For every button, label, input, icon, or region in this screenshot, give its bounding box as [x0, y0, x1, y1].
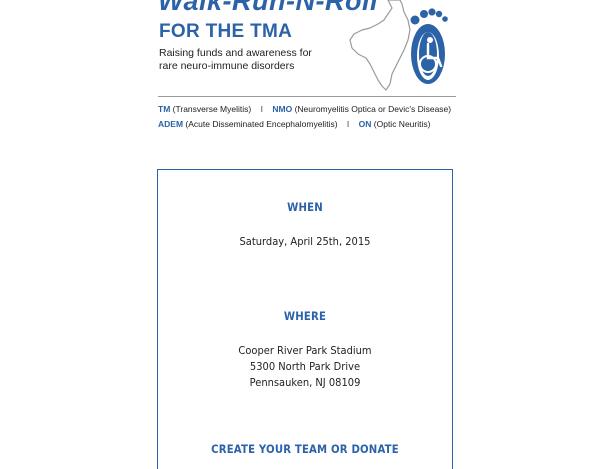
street-address: 5300 North Park Drive	[249, 360, 361, 373]
where-heading: WHERE	[283, 309, 327, 323]
legend-desc-tm: (Transverse Myelitis)	[172, 104, 252, 114]
disorder-legend-row-2: ADEM (Acute Disseminated Encephalomyelit…	[158, 119, 468, 130]
legend-desc-adem: (Acute Disseminated Encephalomyelitis)	[185, 119, 338, 129]
legend-abbr-tm: TM	[158, 104, 171, 114]
when-heading: WHEN	[287, 200, 323, 214]
city-state-zip: Pennsauken, NJ 08109	[249, 376, 361, 389]
legend-desc-on: (Optic Neuritis)	[373, 119, 431, 129]
legend-separator: I	[346, 119, 350, 129]
legend-separator: I	[260, 104, 263, 114]
event-address: Cooper River Park Stadium 5300 North Par…	[173, 343, 438, 391]
event-date: Saturday, April 25th, 2015	[239, 235, 371, 248]
tagline-line-2: rare neuro-immune disorders	[159, 60, 295, 72]
legend-abbr-on: ON	[358, 119, 372, 129]
legend-desc-nmo: (Neuromyelitis Optica or Devic's Disease…	[294, 104, 452, 114]
event-details-card: WHEN Saturday, April 25th, 2015 WHERE Co…	[157, 169, 453, 469]
event-header: Walk-Run-N-Roll FOR THE TMA Raising fund…	[158, 0, 456, 100]
legend-abbr-nmo: NMO	[272, 104, 293, 114]
legend-abbr-adem: ADEM	[158, 119, 184, 129]
tagline-line-1: Raising funds and awareness for	[159, 47, 312, 59]
new-jersey-map-icon	[349, 0, 411, 91]
footprint-wheelchair-icon	[349, 0, 448, 91]
disorder-legend-row-1: TM (Transverse Myelitis) I NMO (Neuromye…	[158, 104, 468, 115]
event-tagline: Raising funds and awareness for rare neu…	[159, 47, 312, 73]
create-team-or-donate-link[interactable]: CREATE YOUR TEAM OR DONATE	[211, 442, 399, 456]
venue-name: Cooper River Park Stadium	[238, 344, 372, 357]
event-title: Walk-Run-N-Roll	[158, 0, 378, 16]
header-divider	[158, 96, 456, 97]
event-subtitle: FOR THE TMA	[159, 21, 293, 42]
